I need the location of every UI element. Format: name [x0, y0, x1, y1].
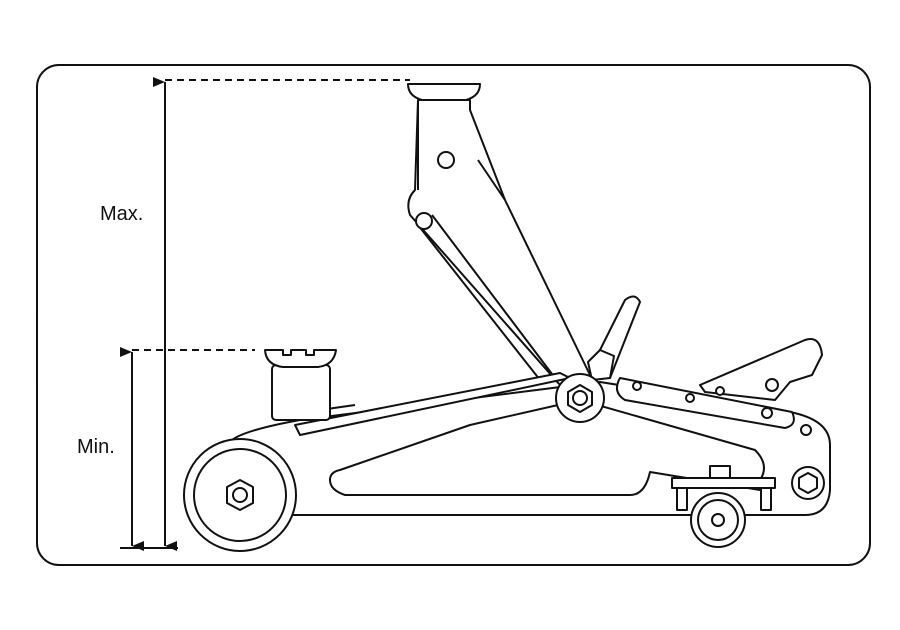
min-dimension [120, 347, 255, 551]
pivot-bolt [555, 373, 605, 423]
lift-arm-raised [407, 83, 591, 386]
rear-wheel [183, 438, 297, 552]
saddle-lowered [264, 349, 337, 421]
pump-lever [615, 338, 823, 436]
handle-socket [587, 295, 641, 381]
frame-border [36, 64, 871, 566]
front-axle-nut [791, 466, 825, 500]
max-height-label: Max. [100, 203, 144, 225]
caster-wheel [671, 465, 776, 548]
max-dimension [153, 77, 410, 551]
min-height-label: Min. [77, 436, 115, 458]
